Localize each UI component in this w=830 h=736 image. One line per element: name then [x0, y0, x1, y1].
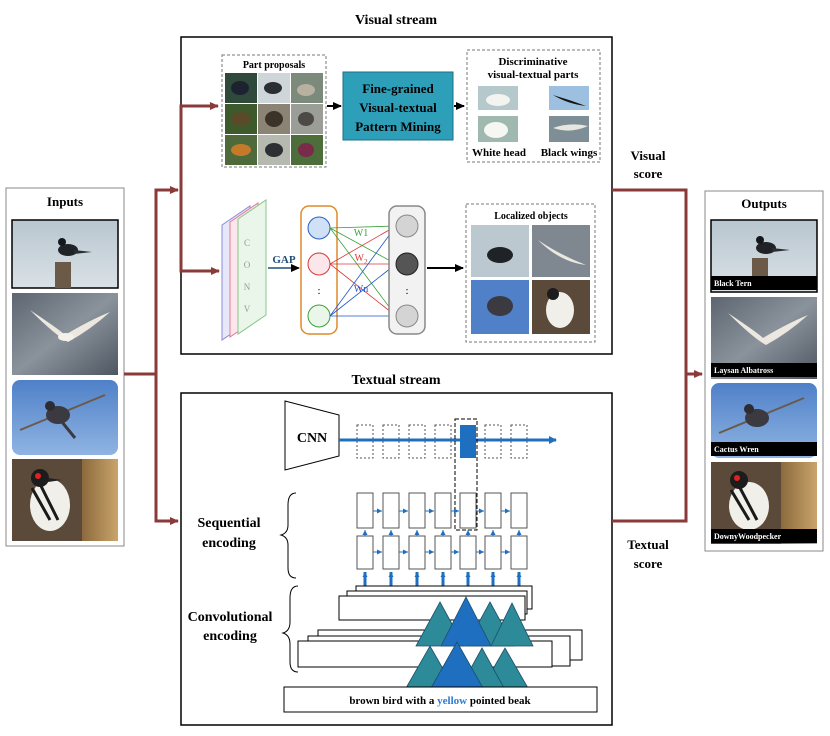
mining-line-1: Fine-grained	[362, 81, 434, 96]
weight-w1: W1	[354, 228, 368, 239]
visual-to-conv-line	[179, 190, 220, 275]
seq-label-2: encoding	[202, 536, 256, 551]
conv-kernels-upper	[415, 596, 534, 647]
cnn-block: CNN	[284, 400, 340, 471]
inputs-panel: Inputs	[5, 187, 125, 547]
textual-score-line-1: Textual	[627, 537, 669, 552]
gap-node-1	[307, 216, 331, 240]
localized-label: Localized objects	[494, 211, 568, 222]
pattern-mining-box: Fine-grained Visual-textual Pattern Mini…	[342, 71, 454, 141]
input-image-cactus-wren	[12, 380, 118, 455]
localized-thumb-2	[532, 225, 590, 277]
localized-objects-group: Localized objects	[465, 203, 596, 343]
out-node-1	[395, 214, 419, 238]
weight-wn: Wn	[354, 284, 368, 295]
conv-letter-v: V	[244, 304, 251, 314]
visual-to-proposals-line	[179, 102, 219, 190]
seq-label-1: Sequential	[197, 516, 260, 531]
out-dots: :	[405, 285, 408, 297]
conv-to-lstm-arrows	[362, 572, 522, 586]
conv-letter-o: O	[244, 260, 251, 270]
visual-score-line-1: Visual	[631, 148, 666, 163]
textual-stream-box	[180, 392, 613, 726]
part-proposal-thumbnails	[225, 73, 323, 165]
outputs-panel: Outputs Black Tern Laysan Albatross Cact…	[704, 190, 824, 552]
disc-line-1: Discriminative	[498, 56, 567, 68]
flow-arrows	[124, 102, 703, 525]
white-head-label: White head	[472, 147, 526, 159]
part-proposals-label: Part proposals	[243, 60, 305, 71]
conv-enc-label-2: encoding	[203, 629, 257, 644]
output-image-laysan-albatross: Laysan Albatross	[711, 297, 817, 379]
input-image-downy-woodpecker	[12, 459, 118, 541]
input-to-textual-line	[154, 374, 179, 525]
sentence-box	[283, 686, 598, 713]
part-thumb-2	[549, 86, 589, 110]
mining-line-3: Pattern Mining	[355, 119, 441, 134]
textual-stream-title: Textual stream	[351, 373, 440, 388]
input-image-black-tern	[11, 219, 119, 289]
input-image-laysan-albatross	[12, 293, 118, 375]
visual-score-line	[612, 188, 703, 378]
output-image-black-tern: Black Tern	[710, 219, 818, 293]
output-label-2: Laysan Albatross	[714, 366, 773, 375]
conv-block: C O N V	[221, 199, 267, 341]
weight-w2: W2	[355, 253, 368, 266]
textual-score-line-2: score	[634, 556, 663, 571]
input-sentence: brown bird with a yellow pointed beak	[349, 695, 531, 707]
discriminative-parts-group: Discriminative visual-textual parts Whit…	[466, 49, 601, 163]
visual-stream-title: Visual stream	[355, 13, 437, 28]
lstm-vertical-links	[362, 530, 522, 536]
lstm-bottom-row	[356, 535, 528, 570]
inputs-title: Inputs	[47, 194, 83, 209]
black-wings-label: Black wings	[541, 147, 598, 159]
conv-letter-c: C	[244, 238, 250, 248]
disc-line-2: visual-textual parts	[488, 69, 579, 81]
output-image-cactus-wren: Cactus Wren	[711, 383, 817, 458]
part-proposals-group: Part proposals	[221, 54, 327, 168]
gap-dots: :	[317, 285, 320, 297]
gap-label: GAP	[272, 254, 296, 266]
out-node-2	[395, 252, 419, 276]
cnn-label: CNN	[297, 431, 327, 446]
gap-layer: :	[300, 205, 338, 335]
output-label-3: Cactus Wren	[714, 445, 759, 454]
output-label-1: Black Tern	[714, 279, 752, 288]
outputs-title: Outputs	[741, 196, 787, 211]
output-image-downy-woodpecker: DownyWoodpecker	[711, 462, 817, 544]
output-label-4: DownyWoodpecker	[714, 532, 782, 541]
input-to-visual-line	[154, 186, 179, 374]
weight-connections	[329, 225, 397, 317]
out-node-3	[395, 304, 419, 328]
conv-enc-label-1: Convolutional	[188, 610, 273, 625]
conv-kernels-lower	[405, 641, 529, 689]
conv-enc-brace	[281, 585, 299, 673]
output-layer: :	[388, 205, 426, 335]
cnn-feature-cells	[356, 424, 528, 459]
gap-node-3	[307, 304, 331, 328]
textual-score-line	[612, 374, 688, 523]
gap-node-2	[307, 252, 331, 276]
seq-brace	[279, 492, 297, 579]
conv-letter-n: N	[244, 282, 251, 292]
visual-score-line-2: score	[634, 166, 663, 181]
mining-line-2: Visual-textual	[359, 100, 437, 115]
cnn-highlight-cell	[460, 425, 476, 458]
